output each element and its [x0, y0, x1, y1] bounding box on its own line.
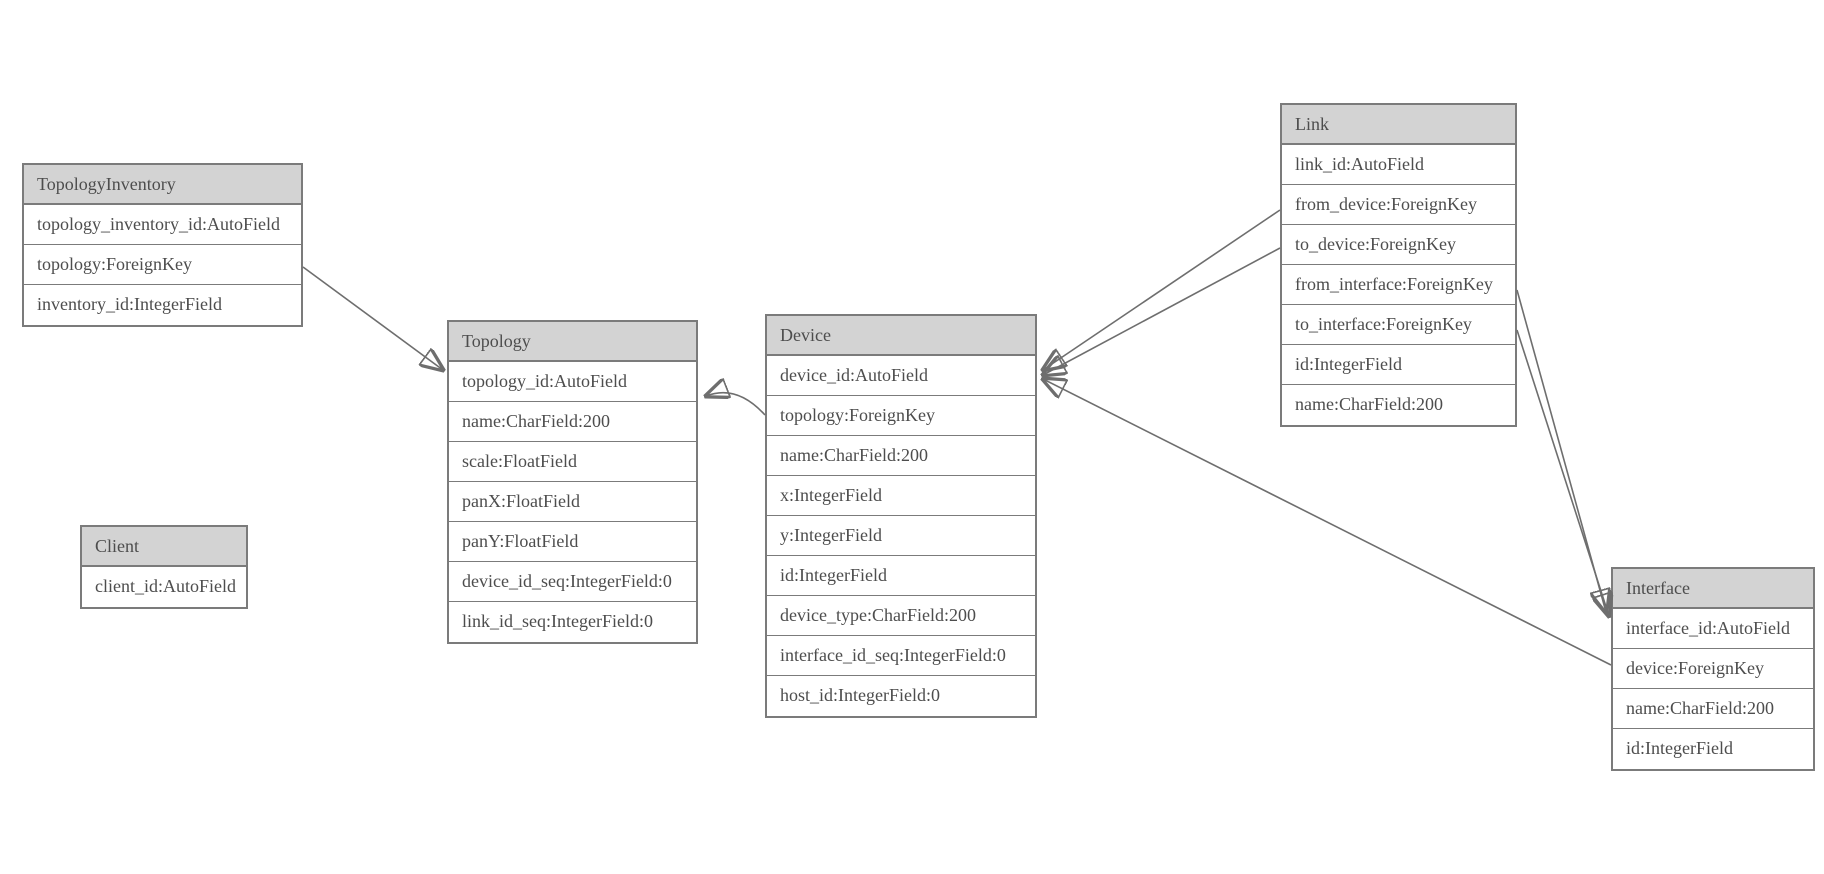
field-row-device-topology: topology:ForeignKey — [767, 396, 1035, 436]
field-row-link-link_id: link_id:AutoField — [1282, 145, 1515, 185]
entity-title-interface: Interface — [1613, 569, 1813, 609]
field-row-topology-inventory-topology_inventory_id: topology_inventory_id:AutoField — [24, 205, 301, 245]
entity-title-topology-inventory: TopologyInventory — [24, 165, 301, 205]
field-row-interface-name: name:CharField:200 — [1613, 689, 1813, 729]
field-row-interface-device: device:ForeignKey — [1613, 649, 1813, 689]
field-row-topology-name: name:CharField:200 — [449, 402, 696, 442]
field-row-device-device_type: device_type:CharField:200 — [767, 596, 1035, 636]
edge-link-from_device-to-device — [1043, 209, 1281, 370]
edge-link-from_interface-to-interface — [1516, 289, 1606, 612]
field-row-interface-interface_id: interface_id:AutoField — [1613, 609, 1813, 649]
field-row-topology-panX: panX:FloatField — [449, 482, 696, 522]
field-row-topology-topology_id: topology_id:AutoField — [449, 362, 696, 402]
edge-device-topology-to-topology — [706, 393, 766, 416]
field-row-topology-inventory-inventory_id: inventory_id:IntegerField — [24, 285, 301, 325]
field-row-link-from_device: from_device:ForeignKey — [1282, 185, 1515, 225]
field-row-topology-panY: panY:FloatField — [449, 522, 696, 562]
field-row-topology-link_id_seq: link_id_seq:IntegerField:0 — [449, 602, 696, 642]
entity-title-topology: Topology — [449, 322, 696, 362]
field-row-link-to_interface: to_interface:ForeignKey — [1282, 305, 1515, 345]
field-row-client-client_id: client_id:AutoField — [82, 567, 246, 607]
entity-title-device: Device — [767, 316, 1035, 356]
field-row-device-y: y:IntegerField — [767, 516, 1035, 556]
field-row-link-to_device: to_device:ForeignKey — [1282, 225, 1515, 265]
entity-title-link: Link — [1282, 105, 1515, 145]
field-row-link-name: name:CharField:200 — [1282, 385, 1515, 425]
field-row-device-interface_id_seq: interface_id_seq:IntegerField:0 — [767, 636, 1035, 676]
entity-title-client: Client — [82, 527, 246, 567]
field-row-topology-inventory-topology: topology:ForeignKey — [24, 245, 301, 285]
field-row-link-from_interface: from_interface:ForeignKey — [1282, 265, 1515, 305]
field-row-interface-id: id:IntegerField — [1613, 729, 1813, 769]
field-row-device-host_id: host_id:IntegerField:0 — [767, 676, 1035, 716]
field-row-topology-scale: scale:FloatField — [449, 442, 696, 482]
field-row-device-device_id: device_id:AutoField — [767, 356, 1035, 396]
edge-link-to_device-to-device — [1043, 247, 1281, 375]
field-row-device-x: x:IntegerField — [767, 476, 1035, 516]
field-row-device-id: id:IntegerField — [767, 556, 1035, 596]
field-row-device-name: name:CharField:200 — [767, 436, 1035, 476]
field-row-link-id: id:IntegerField — [1282, 345, 1515, 385]
edge-topologyinventory-topology-to-topology — [302, 266, 443, 370]
field-row-topology-device_id_seq: device_id_seq:IntegerField:0 — [449, 562, 696, 602]
edge-link-to_interface-to-interface — [1516, 329, 1609, 616]
